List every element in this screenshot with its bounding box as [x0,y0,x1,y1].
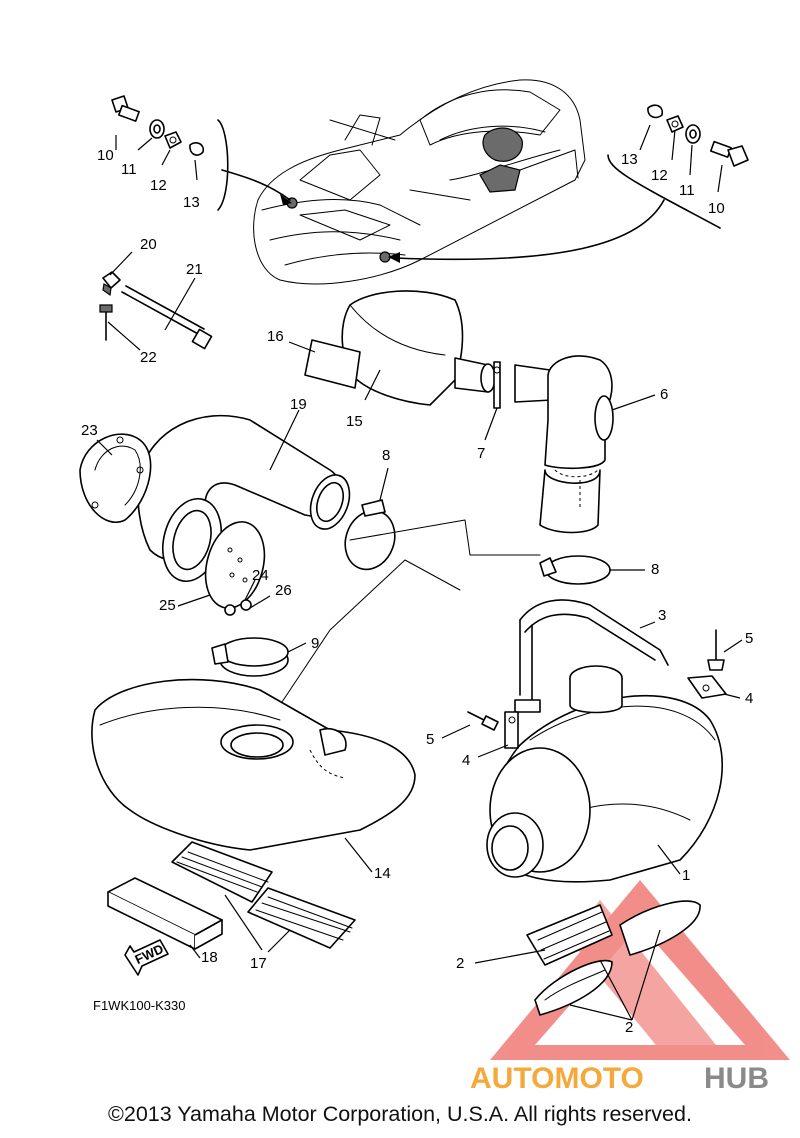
callout-24: 24 [252,567,269,584]
callout-18: 18 [201,949,218,966]
strap-3 [514,599,669,713]
pad-2-set [526,900,701,1016]
callout-17: 17 [250,955,267,972]
callout-11: 11 [679,182,695,199]
watermark-text-a: AUTOMOTO [470,1062,644,1095]
callout-4: 4 [745,690,753,707]
muffler-1 [486,665,723,883]
duct-6 [514,355,614,534]
callout-numbers: 10 11 12 13 13 12 11 10 20 21 22 16 15 7… [81,147,753,1036]
callout-19: 19 [290,396,307,413]
callout-5: 5 [426,731,434,748]
callout-23: 23 [81,422,98,439]
pad-16 [304,339,361,389]
callout-2: 2 [456,955,464,972]
pad-17 [171,841,356,949]
callout-4: 4 [462,752,470,769]
gasket-23 [79,433,152,523]
callout-7: 7 [477,445,485,462]
bolt-5-left [467,711,499,731]
drain-plug-set-right [647,104,749,167]
callout-6: 6 [660,386,668,403]
copyright-notice: ©2013 Yamaha Motor Corporation, U.S.A. A… [108,1102,692,1126]
clamp-8-lower [539,555,611,585]
bolt-5-right [707,629,725,671]
callout-20: 20 [140,236,157,253]
watermark-text: AUTOMOTO HUB [470,1062,769,1095]
fwd-arrow: FWD [124,939,169,976]
callout-5: 5 [745,630,753,647]
bracket-4-left [504,711,519,749]
callout-8: 8 [382,447,390,464]
callout-15: 15 [346,413,363,430]
callout-12: 12 [150,177,167,194]
water-box-14 [91,678,416,851]
watermark-text-b: HUB [704,1062,769,1095]
callout-26: 26 [275,582,292,599]
callout-9: 9 [311,635,319,652]
callout-10: 10 [97,147,114,164]
cable-tie-parts [99,271,213,350]
callout-11: 11 [121,161,137,178]
callout-14: 14 [374,865,391,882]
callout-25: 25 [159,597,176,614]
clamp-9 [211,637,289,677]
bracket-4-right [687,675,727,699]
watermark-logo [490,880,790,1060]
watercraft-illustration [253,79,586,285]
callout-21: 21 [186,261,203,278]
callout-1: 1 [682,867,690,884]
clip-7 [493,361,501,409]
callout-8: 8 [651,561,659,578]
callout-13: 13 [621,151,638,168]
callout-12: 12 [651,167,668,184]
drawing-code: F1WK100-K330 [93,998,186,1013]
clamp-8-upper [344,499,396,571]
leader-lines [96,124,743,1021]
intake-box [304,290,496,406]
drain-plug-set-left [111,95,205,156]
callout-3: 3 [658,607,666,624]
callout-2: 2 [625,1019,633,1036]
flange-25-plate [162,497,266,616]
callout-22: 22 [140,349,157,366]
pad-18 [107,877,223,950]
callout-13: 13 [183,194,200,211]
callout-16: 16 [267,328,284,345]
callout-10: 10 [708,200,725,217]
